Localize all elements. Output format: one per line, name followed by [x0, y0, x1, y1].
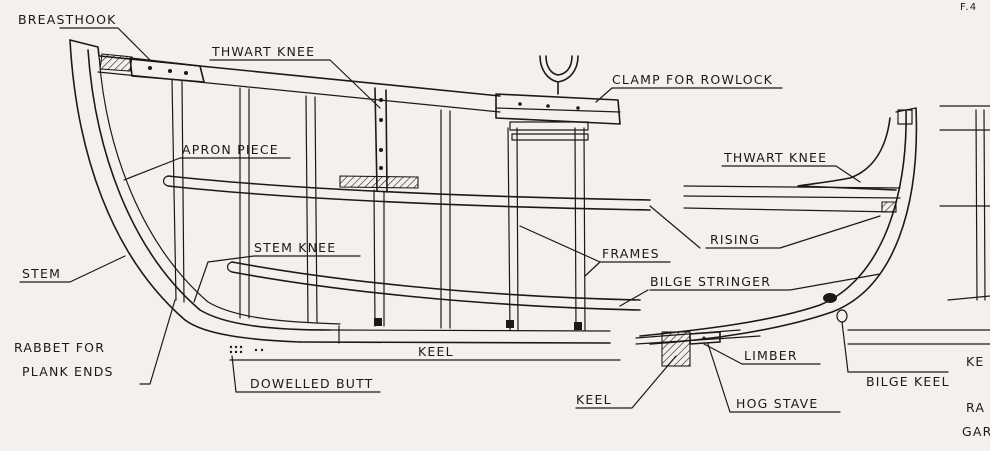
label-corner: F.4 — [960, 2, 977, 13]
label-bilge-stringer: BILGE STRINGER — [650, 274, 771, 289]
rising — [167, 175, 651, 201]
frame-curve — [639, 109, 907, 337]
label-hog-stave: HOG STAVE — [736, 396, 819, 411]
label-bilge-keel: BILGE KEEL — [866, 374, 950, 389]
label-cut-ke: KE — [966, 354, 985, 369]
label-limber: LIMBER — [744, 348, 798, 363]
stem-rabbet — [98, 55, 341, 325]
label-rabbet-line2: PLANK ENDS — [22, 364, 114, 379]
label-stem-knee: STEM KNEE — [254, 240, 336, 255]
stem-head — [69, 39, 100, 57]
label-keel-left: KEEL — [418, 344, 454, 359]
label-cut-ra: RA — [966, 400, 985, 415]
keel-block — [661, 331, 691, 367]
bow-section-drawing — [69, 39, 651, 361]
label-frames: FRAMES — [602, 246, 660, 261]
label-rabbet-line1: RABBET FOR — [14, 340, 105, 355]
leader-lines — [19, 27, 949, 413]
breasthook-block — [99, 53, 133, 72]
rowlock — [539, 55, 579, 95]
thwart-block — [339, 175, 419, 189]
label-thwart-knee-left: THWART KNEE — [211, 44, 315, 59]
label-dowelled-butt: DOWELLED BUTT — [250, 376, 374, 391]
keel-left — [299, 341, 611, 344]
label-rising: RISING — [710, 232, 760, 247]
label-stem: STEM — [22, 266, 61, 281]
label-cut-ga: GAR — [962, 424, 990, 439]
label-keel-bottom: KEEL — [576, 392, 612, 407]
bilge-stringer — [231, 261, 641, 301]
label-apron-piece: APRON PIECE — [182, 142, 279, 157]
stem-inner — [87, 49, 331, 331]
labels: BREASTHOOK THWART KNEE CLAMP FOR ROWLOCK… — [14, 2, 990, 439]
midship-section-drawing — [635, 105, 990, 367]
rowlock-clamp — [495, 93, 621, 125]
stem-outer — [69, 39, 301, 343]
label-clamp-for-rowlock: CLAMP FOR ROWLOCK — [612, 72, 773, 87]
label-thwart-knee-right: THWART KNEE — [723, 150, 827, 165]
label-breasthook: BREASTHOOK — [18, 12, 117, 27]
keel-left-top — [329, 329, 611, 332]
